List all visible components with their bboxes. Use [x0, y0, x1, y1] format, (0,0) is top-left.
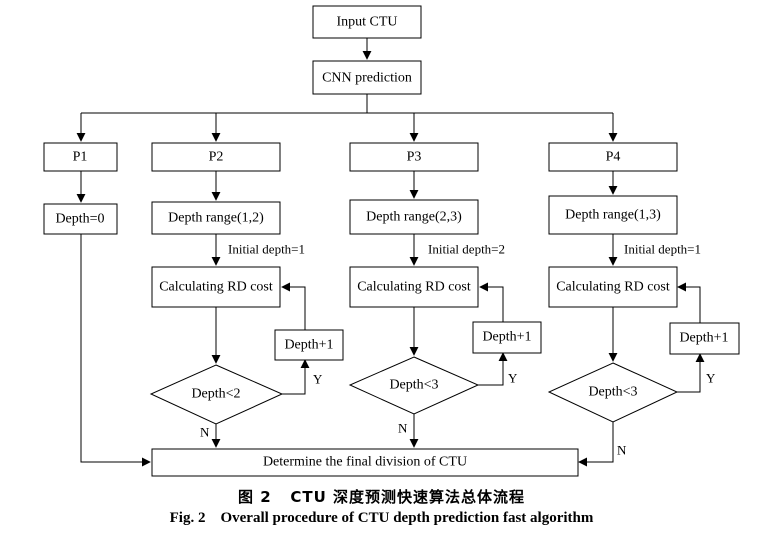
- cnn-prediction-node: CNN prediction: [312, 60, 422, 95]
- p3-node: P3: [349, 142, 479, 172]
- depth-condition-p2-decision: Depth<2: [149, 364, 284, 425]
- rd-cost-p4-node: Calculating RD cost: [548, 266, 678, 308]
- depth-zero-label: Depth=0: [55, 212, 104, 227]
- no-label-p2: N: [200, 425, 210, 440]
- depth-increment-p2-label: Depth+1: [284, 338, 333, 353]
- final-division-label: Determine the final division of CTU: [263, 455, 467, 470]
- depth-increment-p3-label: Depth+1: [482, 330, 531, 345]
- depth-zero-node: Depth=0: [43, 203, 118, 235]
- no-label-p3: N: [398, 421, 408, 436]
- initial-depth-p4-label: Initial depth=1: [624, 242, 701, 257]
- p2-label: P2: [209, 150, 224, 165]
- no-label-p4: N: [617, 443, 627, 458]
- depth-range-p4-node: Depth range(1,3): [548, 195, 678, 235]
- p2-node: P2: [151, 142, 281, 172]
- depth-range-p4-label: Depth range(1,3): [565, 208, 661, 223]
- yes-label-p4: Y: [706, 371, 716, 386]
- depth-range-p3-label: Depth range(2,3): [366, 210, 462, 225]
- depth-condition-p4-label: Depth<3: [588, 385, 637, 400]
- p1-label: P1: [73, 150, 88, 165]
- depth-condition-p3-decision: Depth<3: [348, 356, 480, 415]
- rd-cost-p2-label: Calculating RD cost: [159, 280, 273, 295]
- rd-cost-p4-label: Calculating RD cost: [556, 280, 670, 295]
- figure-caption-chinese: 图 2 CTU 深度预测快速算法总体流程: [238, 488, 525, 506]
- depth-increment-p4-node: Depth+1: [669, 322, 740, 355]
- input-ctu-label: Input CTU: [336, 15, 397, 30]
- depth-range-p2-label: Depth range(1,2): [168, 211, 264, 226]
- yes-label-p2: Y: [313, 372, 323, 387]
- depth-increment-p4-label: Depth+1: [679, 331, 728, 346]
- p3-label: P3: [407, 150, 422, 165]
- figure-caption-english: Fig. 2 Overall procedure of CTU depth pr…: [169, 510, 594, 526]
- final-division-node: Determine the final division of CTU: [151, 448, 579, 477]
- rd-cost-p3-label: Calculating RD cost: [357, 280, 471, 295]
- depth-range-p3-node: Depth range(2,3): [349, 199, 479, 235]
- depth-condition-p3-label: Depth<3: [389, 378, 438, 393]
- flowchart: Input CTU CNN prediction P1 P2 P3 P4 Dep…: [43, 5, 740, 477]
- depth-condition-p4-decision: Depth<3: [547, 362, 679, 423]
- rd-cost-p2-node: Calculating RD cost: [151, 266, 281, 308]
- connectors: [76, 38, 705, 467]
- p4-label: P4: [606, 150, 621, 165]
- yes-label-p3: Y: [508, 371, 518, 386]
- input-ctu-node: Input CTU: [312, 5, 422, 39]
- depth-increment-p3-node: Depth+1: [472, 321, 542, 354]
- initial-depth-p3-label: Initial depth=2: [428, 242, 505, 257]
- p1-node: P1: [43, 142, 118, 172]
- depth-condition-p2-label: Depth<2: [191, 387, 240, 402]
- initial-depth-p2-label: Initial depth=1: [228, 242, 305, 257]
- depth-range-p2-node: Depth range(1,2): [151, 201, 281, 235]
- rd-cost-p3-node: Calculating RD cost: [349, 266, 479, 308]
- cnn-prediction-label: CNN prediction: [322, 71, 412, 86]
- p4-node: P4: [548, 142, 678, 172]
- depth-increment-p2-node: Depth+1: [274, 329, 344, 361]
